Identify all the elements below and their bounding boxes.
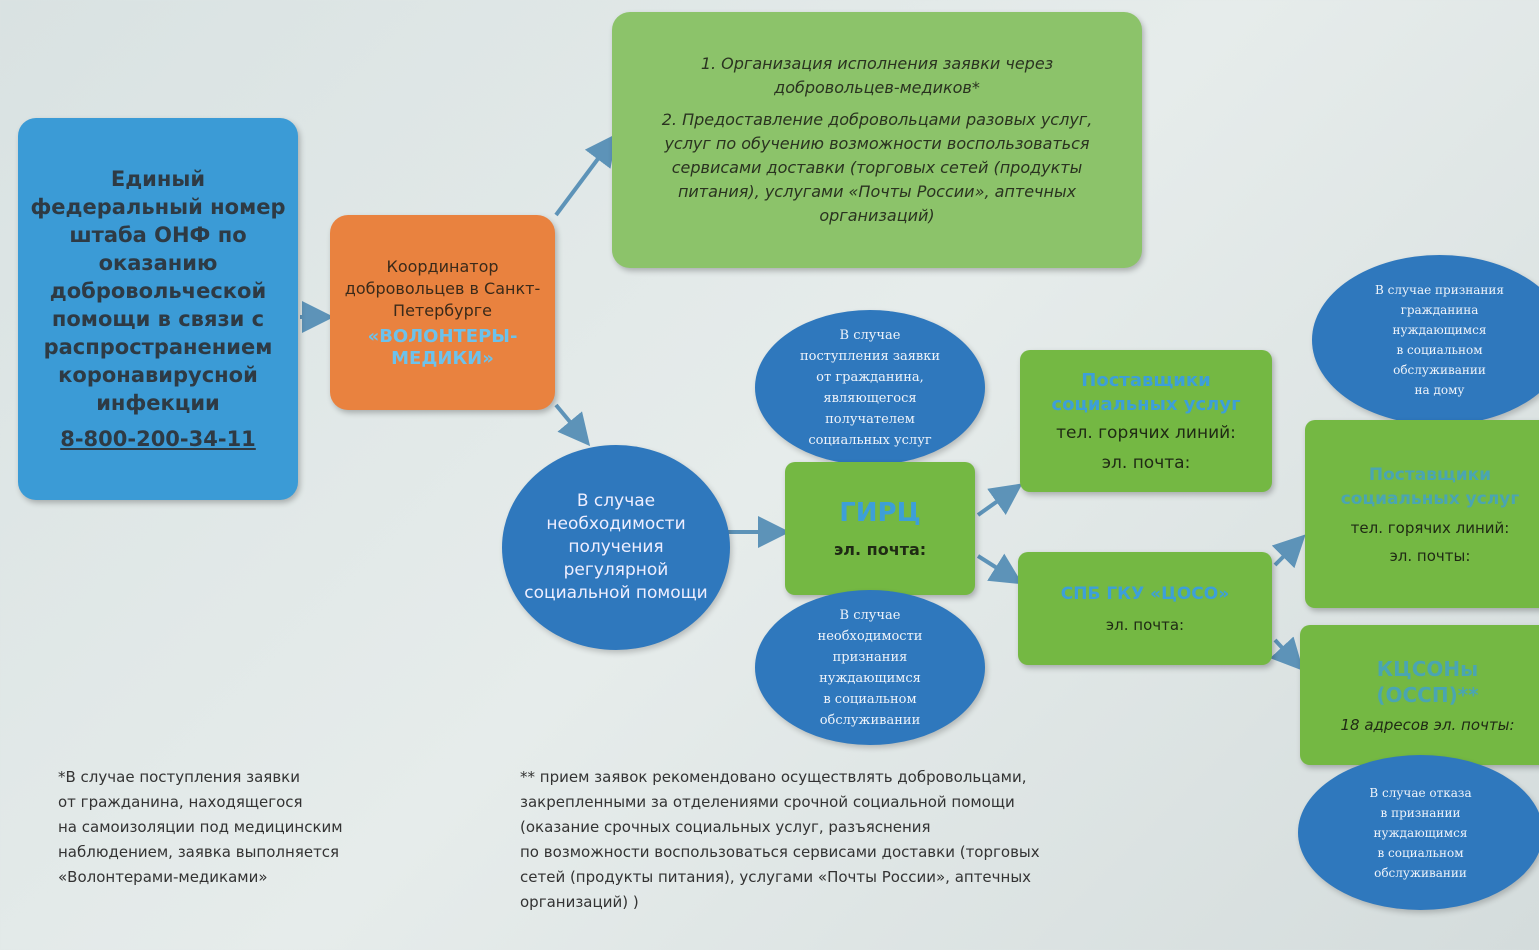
arrow-coordinator-to-services <box>554 133 617 217</box>
kcson-title: КЦСОНы (ОССП)** <box>1376 657 1479 707</box>
coordinator-box: Координатор добровольцев в Санкт-Петербу… <box>330 215 555 410</box>
providers-phone: тел. горячих линий: <box>1056 423 1236 443</box>
arrow-coordinator-to-regular <box>554 403 591 447</box>
providers2-title: Поставщики социальных услуг <box>1340 465 1520 509</box>
kcson-box: КЦСОНы (ОССП)** 18 адресов эл. почты: <box>1300 625 1539 765</box>
coso-email: эл. почта: <box>1105 615 1185 634</box>
providers2-box: Поставщики социальных услуг тел. горячих… <box>1305 420 1539 608</box>
arrow-coso-to-providers2 <box>1271 534 1306 569</box>
service-item-1: 1. Организация исполнения заявки через д… <box>700 54 1054 97</box>
coso-title: СПБ ГКУ «ЦОСО» <box>1060 583 1230 604</box>
kcson-email: 18 адресов эл. почты: <box>1340 716 1515 734</box>
providers-box: Поставщики социальных услуг тел. горячих… <box>1020 350 1272 492</box>
need-ellipse: В случае необходимости признания нуждающ… <box>755 590 985 745</box>
coordinator-name: «ВОЛОНТЕРЫ-МЕДИКИ» <box>367 325 518 369</box>
hotline-text: Единый федеральный номер штаба ОНФ по ок… <box>30 167 286 415</box>
girc-title: ГИРЦ <box>839 498 921 528</box>
refusal-text: В случае отказа в признании нуждающимся … <box>1369 785 1472 880</box>
providers-title: Поставщики социальных услуг <box>1051 370 1241 415</box>
coso-box: СПБ ГКУ «ЦОСО» эл. почта: <box>1018 552 1272 665</box>
footnote-1: *В случае поступления заявки от граждани… <box>58 768 343 886</box>
regular-help-text: В случае необходимости получения регуляр… <box>524 491 708 603</box>
girc-email: эл. почта: <box>833 540 927 559</box>
services-box: 1. Организация исполнения заявки через д… <box>612 12 1142 268</box>
girc-box: ГИРЦ эл. почта: <box>785 462 975 595</box>
providers-email: эл. почта: <box>1101 453 1191 473</box>
refusal-ellipse: В случае отказа в признании нуждающимся … <box>1298 755 1539 910</box>
need-text: В случае необходимости признания нуждающ… <box>817 607 923 728</box>
recipient-ellipse: В случае поступления заявки от гражданин… <box>755 310 985 465</box>
hotline-box: Единый федеральный номер штаба ОНФ по ок… <box>18 118 298 500</box>
footnote-2: ** прием заявок рекомендовано осуществля… <box>520 768 1040 911</box>
providers2-phone: тел. горячих линий: <box>1350 519 1510 537</box>
regular-help-ellipse: В случае необходимости получения регуляр… <box>502 445 730 650</box>
home-ellipse: В случае признания гражданина нуждающимс… <box>1312 255 1539 425</box>
hotline-phone[interactable]: 8-800-200-34-11 <box>60 427 256 451</box>
home-text: В случае признания гражданина нуждающимс… <box>1375 283 1504 397</box>
arrow-girc-to-providers <box>976 483 1023 517</box>
arrow-coso-to-kcson <box>1269 636 1304 671</box>
recipient-text: В случае поступления заявки от гражданин… <box>799 327 941 448</box>
providers2-email: эл. почты: <box>1389 547 1471 565</box>
arrow-girc-to-coso <box>976 553 1023 585</box>
service-item-2: 2. Предоставление добровольцами разовых … <box>661 110 1093 225</box>
coordinator-text: Координатор добровольцев в Санкт-Петербу… <box>344 256 541 320</box>
